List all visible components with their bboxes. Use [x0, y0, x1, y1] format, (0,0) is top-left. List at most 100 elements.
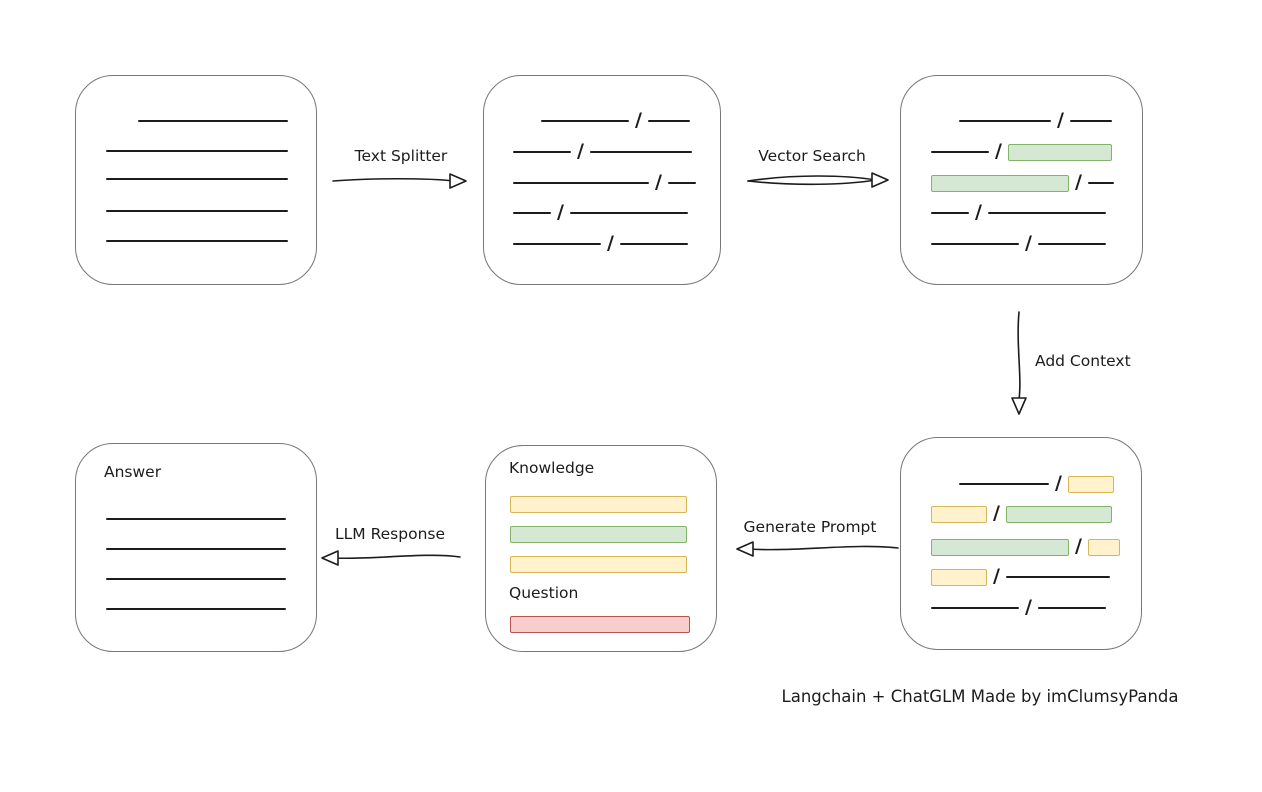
text-row: / — [513, 232, 688, 254]
add-context-arrow — [1011, 311, 1027, 415]
text-row: / — [931, 565, 1110, 587]
text-line — [1069, 120, 1112, 122]
slash-separator: / — [995, 140, 1002, 162]
text-line — [106, 240, 288, 242]
text-row: / — [513, 140, 692, 162]
text-line — [931, 151, 989, 153]
context-chunks-node: / / / / / — [900, 437, 1142, 650]
green-highlight-chip — [510, 525, 687, 543]
text-line — [589, 151, 692, 153]
answer-label: Answer — [104, 463, 162, 481]
slash-separator: / — [993, 502, 1000, 524]
text-line — [138, 120, 288, 122]
text-line — [513, 182, 649, 184]
text-row: / — [931, 502, 1112, 524]
text-row — [106, 170, 288, 188]
slash-separator: / — [975, 201, 982, 223]
slash-separator: / — [1025, 596, 1032, 618]
text-line — [667, 182, 696, 184]
slash-separator: / — [1055, 472, 1062, 494]
text-row: / — [513, 201, 688, 223]
text-line — [1005, 576, 1110, 578]
text-row — [510, 555, 687, 573]
generate-prompt-arrow — [736, 541, 899, 557]
text-row — [106, 142, 288, 160]
yellow-highlight-chip — [510, 555, 687, 573]
text-row — [106, 510, 286, 528]
text-line — [106, 548, 286, 550]
split-chunks-node: / / / / / — [483, 75, 721, 285]
text-splitter-arrow — [332, 173, 467, 189]
matched-chunks-node: / / / / / — [900, 75, 1143, 285]
text-line — [959, 120, 1051, 122]
text-line — [987, 212, 1106, 214]
text-line — [106, 578, 286, 580]
text-row: / — [931, 232, 1106, 254]
text-line — [1037, 243, 1106, 245]
add-context-label: Add Context — [1035, 352, 1131, 370]
slash-separator: / — [1057, 109, 1064, 131]
knowledge-label: Knowledge — [509, 459, 595, 477]
slash-separator: / — [577, 140, 584, 162]
text-row — [106, 202, 288, 220]
text-row — [138, 112, 288, 130]
slash-separator: / — [557, 201, 564, 223]
text-row — [106, 570, 286, 588]
prompt-node — [485, 445, 717, 652]
text-row: / — [541, 109, 690, 131]
yellow-highlight-chip — [1087, 538, 1120, 556]
text-row — [106, 600, 286, 618]
text-row: / — [931, 535, 1120, 557]
text-line — [1037, 607, 1106, 609]
text-line — [569, 212, 688, 214]
text-line — [541, 120, 629, 122]
yellow-highlight-chip — [931, 568, 987, 586]
green-highlight-chip — [931, 174, 1069, 192]
yellow-highlight-chip — [931, 505, 987, 523]
text-line — [106, 608, 286, 610]
green-highlight-chip — [1005, 505, 1112, 523]
text-row — [510, 495, 687, 513]
text-row — [106, 232, 288, 250]
slash-separator: / — [1075, 171, 1082, 193]
text-line — [106, 150, 288, 152]
text-row: / — [959, 472, 1114, 494]
text-line — [931, 243, 1019, 245]
answer-node — [75, 443, 317, 652]
source-document-node — [75, 75, 317, 285]
text-line — [513, 243, 601, 245]
llm-response-label: LLM Response — [334, 525, 446, 543]
text-line — [513, 151, 571, 153]
text-row: / — [513, 171, 696, 193]
vector-search-arrow — [747, 172, 889, 188]
text-row: / — [931, 596, 1106, 618]
text-line — [106, 210, 288, 212]
slash-separator: / — [1025, 232, 1032, 254]
text-line — [1087, 182, 1114, 184]
slash-separator: / — [993, 565, 1000, 587]
slash-separator: / — [607, 232, 614, 254]
text-row: / — [931, 140, 1112, 162]
text-row: / — [931, 201, 1106, 223]
slash-separator: / — [635, 109, 642, 131]
yellow-highlight-chip — [1067, 475, 1114, 493]
generate-prompt-label: Generate Prompt — [743, 518, 877, 536]
vector-search-label: Vector Search — [758, 147, 866, 165]
red-highlight-chip — [510, 615, 690, 633]
slash-separator: / — [655, 171, 662, 193]
text-line — [106, 178, 288, 180]
text-line — [513, 212, 551, 214]
text-line — [106, 518, 286, 520]
text-row — [106, 540, 286, 558]
text-line — [959, 483, 1049, 485]
text-line — [931, 212, 969, 214]
yellow-highlight-chip — [510, 495, 687, 513]
text-row — [510, 615, 690, 633]
text-splitter-label: Text Splitter — [354, 147, 448, 165]
text-row: / — [959, 109, 1112, 131]
slash-separator: / — [1075, 535, 1082, 557]
text-line — [931, 607, 1019, 609]
text-row: / — [931, 171, 1114, 193]
green-highlight-chip — [931, 538, 1069, 556]
